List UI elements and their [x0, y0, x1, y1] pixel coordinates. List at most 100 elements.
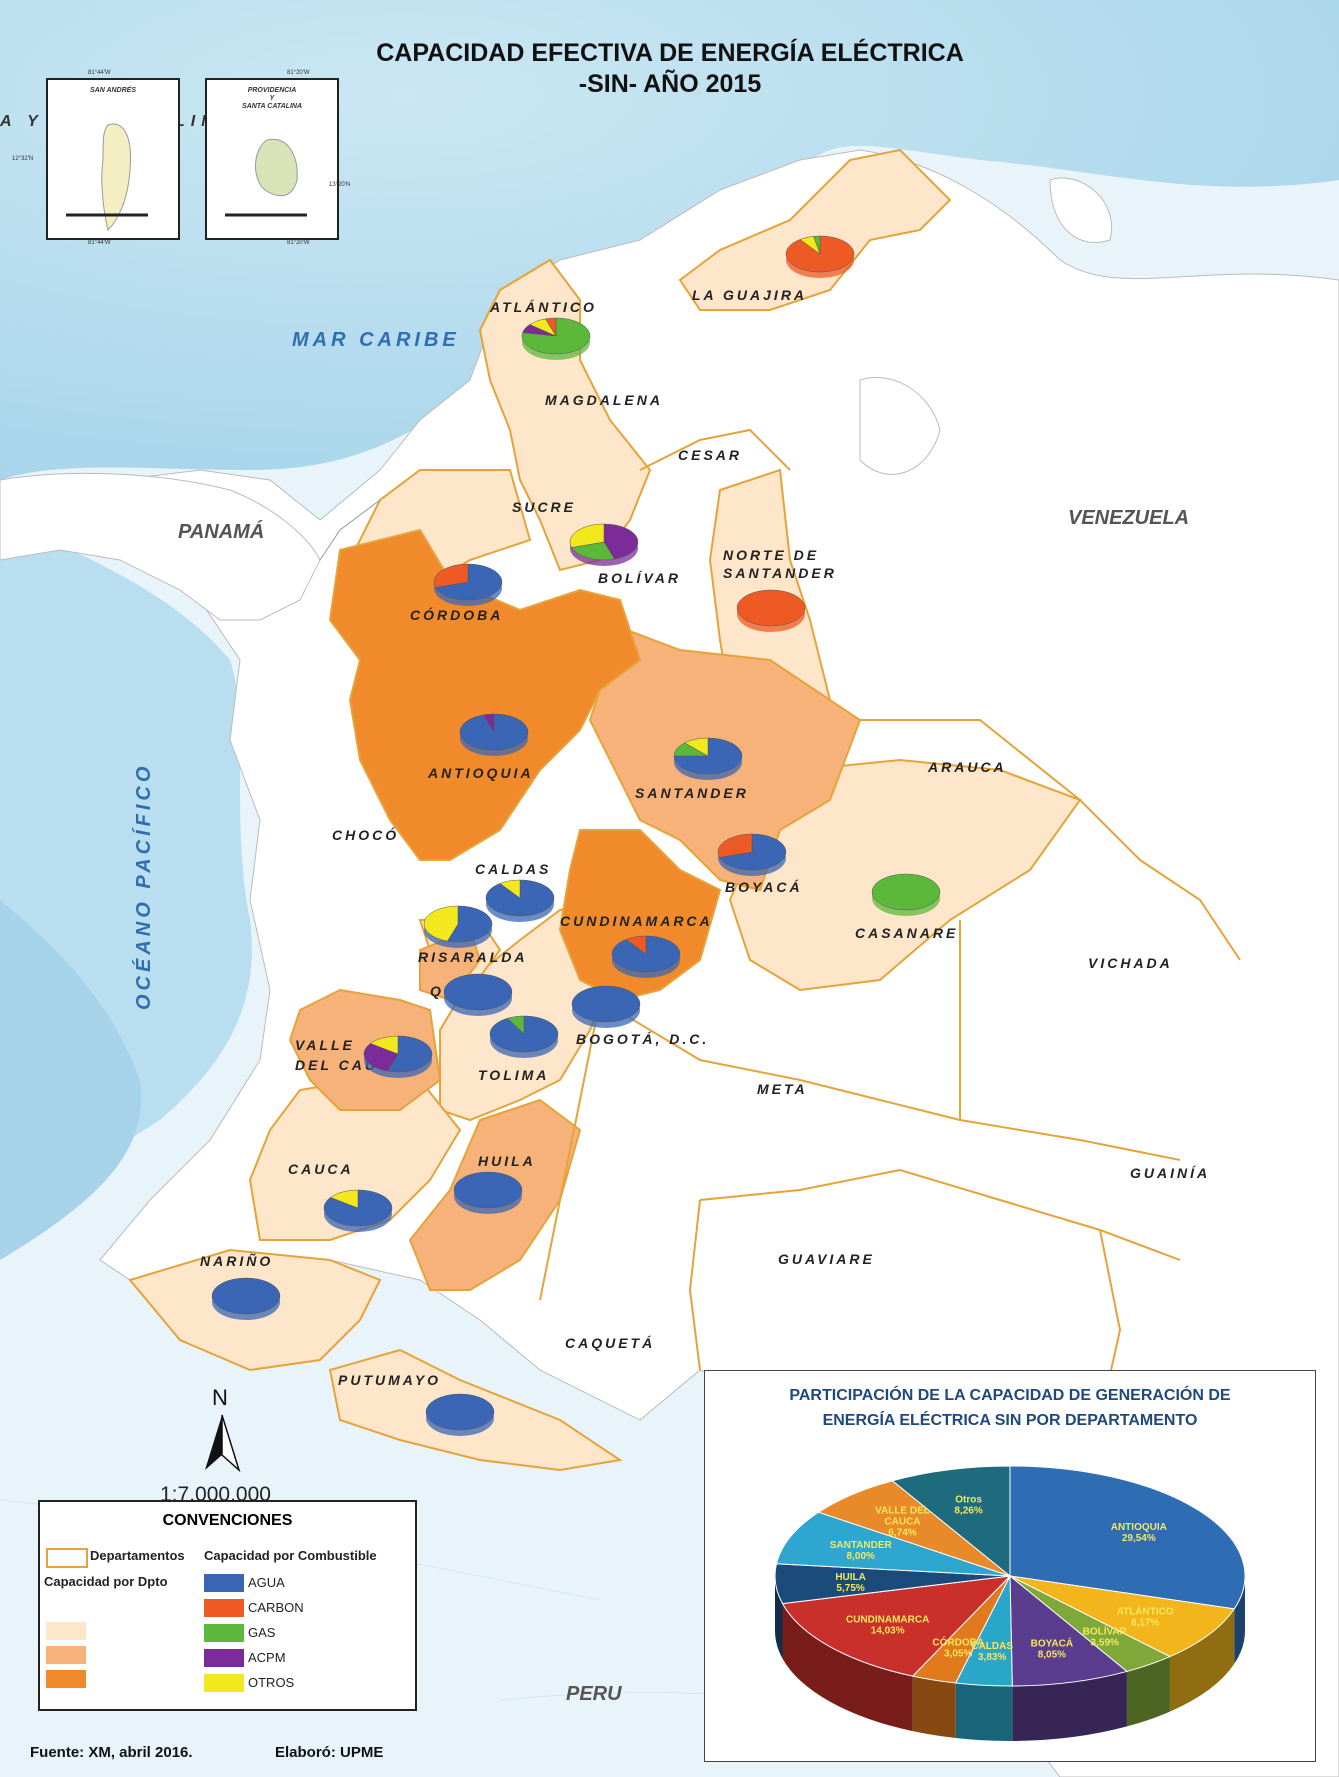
label-huila: HUILA [478, 1153, 536, 1169]
pie-side-atl-ntico [1169, 1608, 1235, 1712]
label-choco: CHOCÓ [332, 826, 399, 843]
label-bogota: BOGOTÁ, D.C. [576, 1031, 709, 1047]
pie-label-bol-var: 3,59% [1091, 1638, 1119, 1649]
label-vichada: VICHADA [1088, 955, 1173, 971]
label-santander: SANTANDER [635, 785, 749, 801]
label-mar-caribe: MAR CARIBE [292, 329, 460, 351]
label-oceano-pacifico: OCÉANO PACÍFICO [132, 763, 155, 1010]
legend-dept-swatch [46, 1548, 88, 1568]
pie-label-c-rdoba: CÓRDOBA [932, 1635, 984, 1648]
pie-label-santander: 8,00% [847, 1551, 875, 1562]
pie-label-caldas: CALDAS [971, 1641, 1013, 1652]
label-norte-santander-1: NORTE DE [723, 547, 819, 563]
chart-title: PARTICIPACIÓN DE LA CAPACIDAD DE GENERAC… [789, 1387, 1231, 1429]
pie-nari-o [211, 1277, 281, 1320]
department-labels: LA GUAJIRA ATLÁNTICO MAGDALENA CESAR SUC… [200, 287, 1210, 1388]
pie-side-bol-var [1126, 1656, 1170, 1727]
pie-atl-ntico [521, 317, 591, 360]
label-magdalena: MAGDALENA [545, 392, 663, 408]
label-guainia: GUAINÍA [1130, 1165, 1210, 1181]
label-sucre: SUCRE [512, 499, 576, 515]
pie-slice-agua [453, 1171, 523, 1209]
pie-label-valle-del-cauca: CAUCA [884, 1517, 920, 1528]
pie-label-boyac-: BOYACÁ [1031, 1637, 1073, 1650]
label-narino: NARIÑO [200, 1252, 273, 1269]
pie-slice-boyac- [1009, 1574, 1128, 1687]
label-bolivar: BOLÍVAR [598, 570, 681, 586]
pie-label-antioquia: ANTIOQUIA [1111, 1522, 1167, 1533]
pie-label-valle-del-cauca: 6,74% [888, 1528, 916, 1539]
inset-providencia: PROVIDENCIA Y SANTA CATALINA 81°20'W 13°… [205, 70, 350, 246]
source-note: Fuente: XM, abril 2016. [30, 1744, 193, 1761]
department-pie-charts [211, 235, 941, 1436]
label-peru: PERU [566, 1683, 622, 1705]
pie-casanare [871, 873, 941, 916]
label-tolima: TOLIMA [478, 1067, 549, 1083]
pie-slice-otros [423, 905, 459, 942]
pie-cauca [323, 1189, 393, 1232]
legend-label-agua: AGUA [248, 1575, 285, 1590]
pie-side-cundinamarca [782, 1603, 913, 1732]
pie-putumayo [425, 1393, 495, 1436]
label-casanare: CASANARE [855, 925, 958, 941]
label-cauca: CAUCA [288, 1161, 354, 1177]
pie-slice-carbon [545, 317, 557, 337]
departments-high [328, 528, 722, 1002]
legend-swatch-carbon [204, 1599, 244, 1617]
legend-label-carbon: CARBON [248, 1600, 304, 1615]
pie-label-c-rdoba: 3,05% [944, 1648, 972, 1659]
pie-slice-atl-ntico [1009, 1575, 1236, 1658]
label-antioquia: ANTIOQUIA [427, 765, 534, 781]
pie-valle-del-cauca [363, 1035, 433, 1078]
legend-title: CONVENCIONES [162, 1512, 293, 1529]
pie-risaralda [423, 905, 493, 948]
label-atlantico: ATLÁNTICO [489, 299, 597, 315]
pie-side-caldas [955, 1683, 1013, 1741]
pie-side-boyac- [1012, 1671, 1127, 1741]
pie-norte-de-santander [736, 589, 806, 632]
pie-caldas [485, 879, 555, 922]
label-risaralda: RISARALDA [418, 949, 527, 965]
pie-slice-agua [387, 1035, 433, 1073]
pie-side-antioquia [1234, 1576, 1245, 1664]
pie-slice-cundinamarca [781, 1575, 1012, 1677]
legend-swatch-gas [204, 1624, 244, 1642]
legend-label-acpm: ACPM [248, 1650, 286, 1665]
participation-pie-chart: ANTIOQUIA29,54%ATLÁNTICO8,17%BOLÍVAR3,59… [774, 1465, 1246, 1741]
north-arrow-icon [205, 1414, 241, 1473]
pie-slice-otros [499, 879, 521, 899]
legend-swatch-acpm [204, 1649, 244, 1667]
pie-slice-santander [775, 1511, 1011, 1577]
pie-slice-carbon [625, 935, 647, 955]
pie-slice-otros [569, 523, 605, 548]
label-caqueta: CAQUETÁ [565, 1335, 655, 1351]
pie-la-guajira [785, 235, 855, 278]
label-cordoba: CÓRDOBA [410, 606, 503, 623]
pie-label-otros: Otros [955, 1494, 982, 1505]
pie-label-bol-var: BOLÍVAR [1083, 1625, 1128, 1638]
label-boyaca: BOYACÁ [725, 879, 803, 895]
legend-swatch-medium [46, 1646, 86, 1664]
label-venezuela: VENEZUELA [1068, 507, 1189, 529]
label-valle-1: VALLE [295, 1037, 355, 1053]
label-meta: META [757, 1081, 808, 1097]
pie-side-huila [775, 1576, 783, 1659]
pie-quindio [443, 973, 513, 1016]
pie-slice-agua [211, 1277, 281, 1315]
legend-swatch-agua [204, 1574, 244, 1592]
pie-slice-otros [369, 1035, 399, 1055]
label-panama: PANAMÁ [178, 520, 264, 543]
pie-slice-acpm [603, 523, 639, 560]
country-labels: PANAMÁ VENEZUELA PERU [178, 507, 1189, 1705]
pie-slice-carbon [717, 833, 753, 858]
pie-slice-gas [571, 541, 615, 561]
legend-label-otros: OTROS [248, 1675, 295, 1690]
map-title: CAPACIDAD EFECTIVA DE ENERGÍA ELÉCTRICA … [376, 39, 964, 98]
pie-label-caldas: 3,83% [978, 1652, 1006, 1663]
pie-slice-gas [871, 873, 941, 911]
pie-c-rdoba [433, 563, 503, 606]
pie-label-cundinamarca: CUNDINAMARCA [846, 1615, 929, 1626]
label-guaviare: GUAVIARE [778, 1251, 875, 1267]
pie-label-antioquia: 29,54% [1122, 1533, 1156, 1544]
